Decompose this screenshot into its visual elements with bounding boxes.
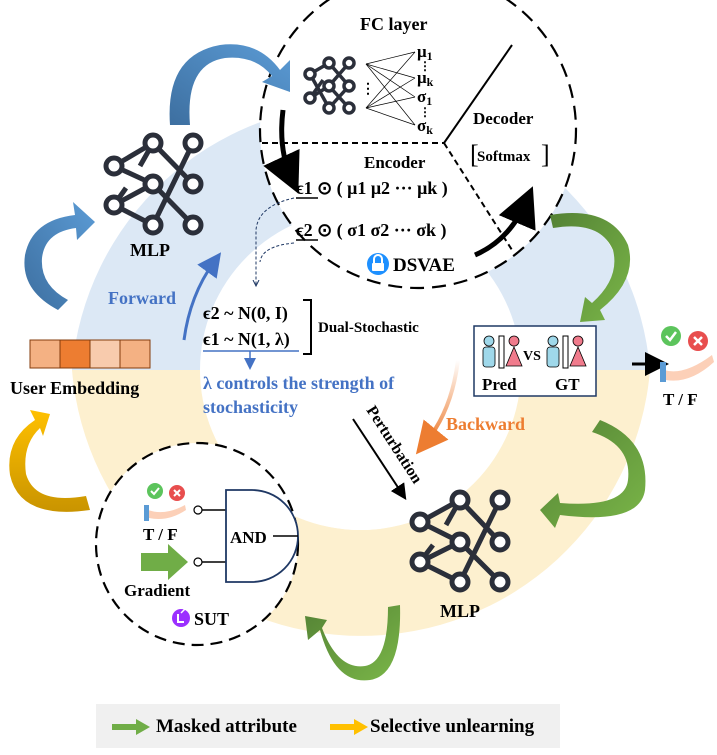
user-embedding: User Embedding (10, 339, 151, 398)
green-arrow-right-bottom (540, 420, 646, 528)
decode-arrow (473, 186, 536, 258)
embedding-cell-3 (89, 339, 121, 369)
dsvae-label: DSVAE (393, 255, 455, 276)
blue-arrow-top (169, 44, 290, 125)
embedding-cell-2 (59, 339, 91, 369)
check-icon (661, 326, 681, 346)
sut-label: SUT (194, 609, 229, 629)
decoder-label: Decoder (473, 109, 534, 128)
green-arrow-right-top (550, 213, 631, 322)
dsvae-module[interactable]: ⋮ FC layer μ1 ⋮ μk σ1 ⋮ σk Decoder [ Sof… (258, 0, 578, 290)
mlp-top-icon (103, 132, 204, 236)
forward-label: Forward (108, 288, 176, 308)
pred-label: Pred (482, 375, 517, 394)
vs-label: VS (523, 349, 541, 364)
backward-label: Backward (446, 414, 525, 434)
legend: Masked attribute Selective unlearning (96, 704, 560, 748)
sigma-vector: ϵ2 ⊙ ( σ1 σ2 ··· σk ) (296, 220, 447, 241)
user-embedding-label: User Embedding (10, 378, 139, 398)
masked-attribute-legend-arrow (112, 719, 150, 735)
gt-female-icon (569, 335, 587, 367)
forward-arrow (182, 252, 222, 341)
embedding-cell-4 (119, 339, 151, 369)
lambda-note-line2: stochasticity (203, 397, 298, 417)
pred-male-icon (482, 335, 496, 368)
mlp-bottom-icon (409, 489, 511, 593)
mlp-top-label: MLP (130, 240, 170, 260)
pred-female-icon (505, 335, 523, 367)
sut-tf-label: T / F (143, 525, 178, 544)
eps2-distribution: ϵ2 ~ N(0, I) (203, 303, 288, 324)
decoder-divider-top (443, 44, 513, 144)
sut-pointer-icon (172, 608, 190, 627)
fc-connections (365, 51, 416, 126)
eps2-link-arrow (259, 242, 295, 263)
sut-module[interactable]: T / F Gradient AND SUT (94, 441, 300, 647)
and-gate-label: AND (230, 528, 267, 547)
lambda-note-line1: λ controls the strength of (203, 373, 395, 393)
legend-masked-attribute: Masked attribute (156, 716, 297, 737)
mlp-bottom-label: MLP (440, 601, 480, 621)
encoder-label: Encoder (364, 153, 426, 172)
fc-network-icon (303, 56, 356, 115)
selective-unlearning-legend-arrow (330, 719, 368, 735)
result-tf-label: T / F (663, 390, 698, 409)
sut-tf-hand-icon (144, 483, 186, 521)
svg-text:⋮: ⋮ (361, 82, 375, 97)
mu-vector: ϵ1 ⊙ ( μ1 μ2 ··· μk ) (296, 178, 448, 199)
svg-text:⋮: ⋮ (419, 59, 431, 73)
gradient-label: Gradient (124, 581, 190, 600)
true-false-hand-icon (660, 326, 714, 382)
yellow-arrow-left (9, 410, 91, 512)
dual-stochastic-label: Dual-Stochastic (318, 320, 419, 336)
decoder-divider-bottom (443, 142, 513, 251)
gradient-arrow (141, 544, 188, 580)
blue-arrow-left (24, 202, 95, 310)
encode-arrow (263, 109, 300, 194)
legend-selective-unlearning: Selective unlearning (370, 716, 535, 737)
dual-stochastic-bracket (303, 299, 312, 355)
softmax-bracket-left: [ (470, 140, 479, 169)
softmax-bracket-right: ] (541, 140, 550, 169)
green-arrow-bottom (305, 605, 401, 681)
and-gate (193, 489, 299, 583)
comparison-box: VS Pred GT (473, 325, 597, 397)
eps1-distribution: ϵ1 ~ N(1, λ) (203, 329, 290, 350)
gt-label: GT (555, 375, 580, 394)
gt-male-icon (546, 335, 560, 368)
softmax-label: Softmax (477, 149, 531, 165)
embedding-cell-1 (29, 339, 61, 369)
fc-layer-label: FC layer (360, 14, 427, 34)
dual-stochastic-block: ϵ2 ~ N(0, I) ϵ1 ~ N(1, λ) Dual-Stochasti… (203, 299, 419, 417)
svg-text:⋮: ⋮ (419, 105, 431, 119)
lock-icon (367, 253, 389, 275)
perturbation-arrow (352, 418, 407, 501)
eps1-link-arrow (256, 197, 295, 285)
backward-arrow (415, 359, 460, 455)
